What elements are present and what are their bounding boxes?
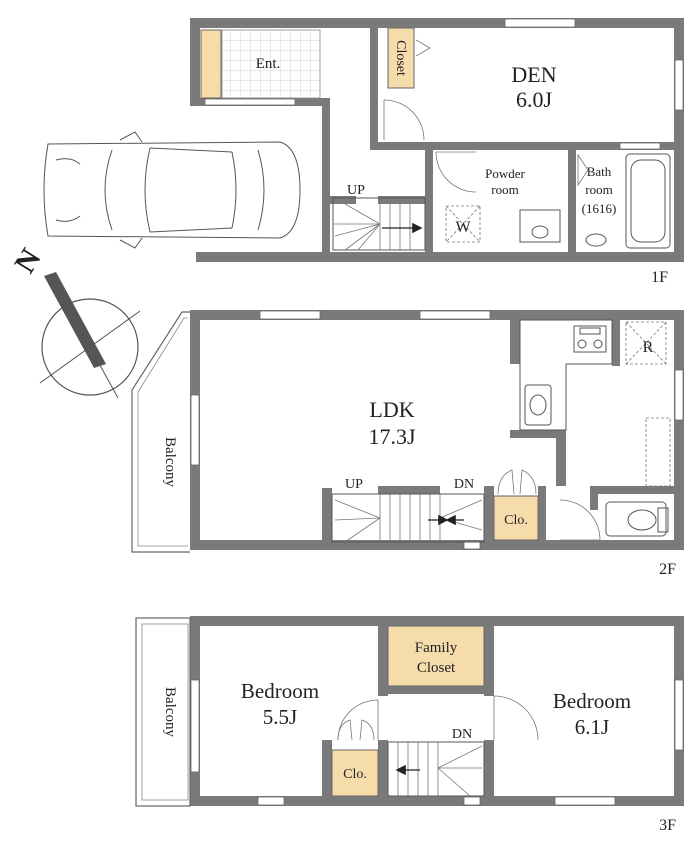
north-compass-icon: N (8, 243, 141, 399)
bedroom-1-size: 5.5J (263, 705, 297, 729)
window (504, 18, 576, 28)
washer-space (445, 205, 481, 243)
window (554, 796, 616, 806)
bath-label-1: Bath (587, 164, 612, 179)
bath-door (577, 153, 589, 187)
fridge-space (625, 321, 667, 365)
bedroom-1-door-swing (337, 699, 379, 741)
toilet-door-swing (559, 499, 601, 541)
window (419, 310, 491, 320)
storage-space (645, 417, 671, 487)
second-floor-closet (493, 495, 539, 541)
entrance-shoe-storage (200, 29, 222, 99)
window (190, 394, 200, 466)
fridge-label: R (643, 339, 654, 356)
window (619, 142, 661, 150)
powder-door-swing (435, 151, 477, 193)
bedroom-2-name: Bedroom (553, 689, 631, 713)
entrance-label: Ent. (256, 56, 281, 72)
powder-room-label-2: room (491, 182, 518, 197)
window (463, 540, 481, 550)
toilet (585, 233, 607, 247)
third-floor-stairs: DN (387, 727, 485, 797)
toilet (627, 509, 657, 531)
bath-label-2: room (585, 182, 612, 197)
den-size: 6.0J (516, 87, 553, 112)
second-floor-closet-label: Clo. (504, 513, 528, 528)
second-floor-stair-dn-label: DN (454, 477, 474, 492)
third-floor-closet (331, 749, 379, 797)
bath-label-3: (1616) (582, 201, 617, 216)
window (259, 310, 321, 320)
family-closet-label-2: Closet (417, 660, 456, 676)
kitchen-counter (519, 319, 613, 431)
entrance-tile-floor (221, 29, 321, 99)
ldk-size: 17.3J (368, 424, 416, 449)
window (674, 59, 684, 111)
first-floor-label: 1F (651, 269, 668, 286)
second-floor-stairs: UP DN (331, 477, 485, 543)
closet-door-swing (497, 469, 537, 495)
window (190, 679, 200, 773)
second-floor-balcony-label: Balcony (162, 437, 178, 487)
third-floor-closet-label: Clo. (343, 767, 367, 782)
window (204, 98, 296, 106)
first-floor: Ent. Closet DEN 6.0J Powder room W Bath … (43, 18, 684, 286)
compass-north-label: N (8, 243, 48, 279)
first-floor-stair-up-label: UP (347, 183, 365, 198)
third-floor-label: 3F (659, 817, 676, 834)
window (674, 679, 684, 751)
ldk-name: LDK (369, 397, 414, 422)
bedroom-1-name: Bedroom (241, 679, 319, 703)
second-floor-balcony: Balcony (131, 311, 190, 553)
second-floor-stair-up-label: UP (345, 477, 363, 492)
second-floor-walls (190, 310, 684, 550)
bedroom-2-door-swing (493, 695, 539, 741)
den-door-swing (383, 99, 425, 141)
closet-door-swing (337, 719, 375, 741)
second-floor: Balcony LDK 17.3J R Clo. (131, 310, 684, 578)
third-floor-stair-dn-label: DN (452, 727, 472, 742)
powder-room-label-1: Powder (485, 166, 525, 181)
first-floor-stairs: UP (332, 183, 426, 251)
third-floor: Balcony Family Closet Bedroom 5.5J Bedro… (135, 616, 684, 834)
window (674, 369, 684, 421)
car-parking-icon (43, 131, 301, 249)
toilet-area (605, 501, 667, 537)
third-floor-balcony-label: Balcony (162, 687, 178, 737)
third-floor-balcony: Balcony (135, 617, 191, 807)
window (257, 796, 285, 806)
den-closet-label: Closet (393, 40, 408, 76)
bedroom-2-size: 6.1J (575, 715, 609, 739)
bathtub (625, 153, 671, 249)
window (463, 796, 481, 806)
stove-icon (573, 325, 607, 353)
family-closet-label-1: Family (415, 640, 458, 656)
washer-label: W (455, 219, 471, 236)
family-closet (387, 625, 485, 687)
kitchen-sink-icon (524, 384, 552, 426)
den-closet (387, 27, 415, 89)
vanity-sink (519, 209, 561, 243)
den-name: DEN (511, 62, 556, 87)
closet-door-swing (415, 39, 431, 57)
second-floor-label: 2F (659, 561, 676, 578)
